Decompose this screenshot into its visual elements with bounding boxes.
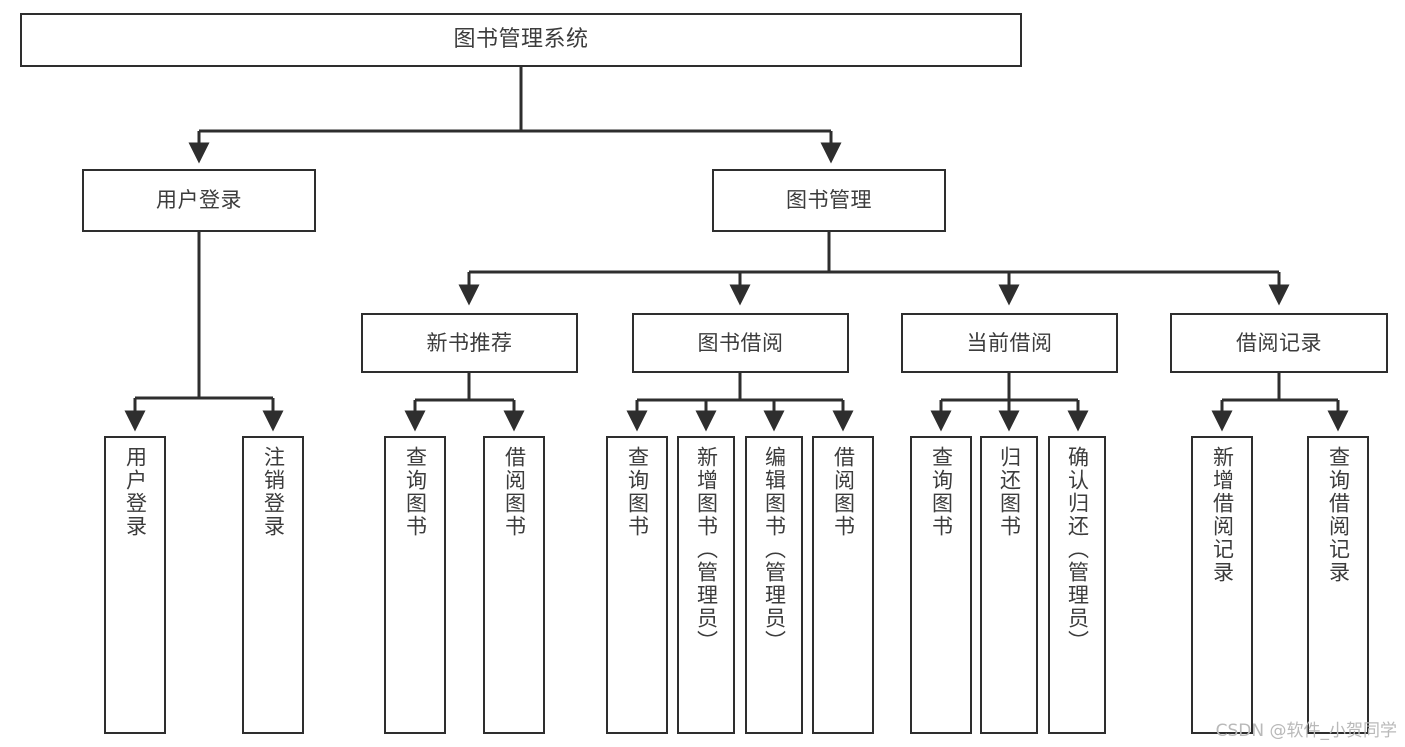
- node-label: 查询图书: [625, 446, 650, 538]
- node-label: 用户登录: [156, 188, 242, 213]
- node-label: 借阅图书: [831, 446, 856, 538]
- node-borrow-record[interactable]: 借阅记录: [1170, 313, 1388, 373]
- node-label: 查询图书: [403, 446, 428, 538]
- node-label: 图书管理: [786, 188, 872, 213]
- leaf-record-query-record[interactable]: 查询借阅记录: [1307, 436, 1369, 734]
- node-label: 归还图书: [997, 446, 1022, 538]
- node-label: 当前借阅: [966, 330, 1053, 355]
- leaf-borrow-add-book-admin[interactable]: 新增图书（管理员）: [677, 436, 735, 734]
- node-label: 新书推荐: [426, 330, 513, 355]
- node-new-book-recommend[interactable]: 新书推荐: [361, 313, 578, 373]
- leaf-current-return-book[interactable]: 归还图书: [980, 436, 1038, 734]
- node-label: 确认归还（管理员）: [1065, 446, 1090, 653]
- leaf-borrow-borrow-book[interactable]: 借阅图书: [812, 436, 874, 734]
- node-root-system[interactable]: 图书管理系统: [20, 13, 1022, 67]
- leaf-current-query-book[interactable]: 查询图书: [910, 436, 972, 734]
- leaf-record-add-record[interactable]: 新增借阅记录: [1191, 436, 1253, 734]
- node-label: 新增借阅记录: [1210, 446, 1235, 584]
- node-label: 借阅记录: [1236, 330, 1322, 355]
- leaf-current-confirm-return-admin[interactable]: 确认归还（管理员）: [1048, 436, 1106, 734]
- node-book-management[interactable]: 图书管理: [712, 169, 946, 232]
- node-user-login[interactable]: 用户登录: [82, 169, 316, 232]
- node-label: 注销登录: [261, 446, 286, 538]
- node-label: 借阅图书: [502, 446, 527, 538]
- node-label: 图书管理系统: [453, 27, 589, 53]
- node-book-borrow[interactable]: 图书借阅: [632, 313, 849, 373]
- node-label: 查询图书: [929, 446, 954, 538]
- node-label: 查询借阅记录: [1326, 446, 1351, 584]
- node-label: 新增图书（管理员）: [694, 446, 719, 653]
- node-label: 图书借阅: [697, 330, 784, 355]
- leaf-borrow-query-book[interactable]: 查询图书: [606, 436, 668, 734]
- node-label: 用户登录: [123, 446, 148, 538]
- leaf-recommend-query-book[interactable]: 查询图书: [384, 436, 446, 734]
- watermark: CSDN @软件_小贺同学: [1215, 721, 1397, 741]
- leaf-user-login-logout[interactable]: 注销登录: [242, 436, 304, 734]
- node-current-borrow[interactable]: 当前借阅: [901, 313, 1118, 373]
- node-label: 编辑图书（管理员）: [762, 446, 787, 653]
- leaf-recommend-borrow-book[interactable]: 借阅图书: [483, 436, 545, 734]
- leaf-user-login-login[interactable]: 用户登录: [104, 436, 166, 734]
- leaf-borrow-edit-book-admin[interactable]: 编辑图书（管理员）: [745, 436, 803, 734]
